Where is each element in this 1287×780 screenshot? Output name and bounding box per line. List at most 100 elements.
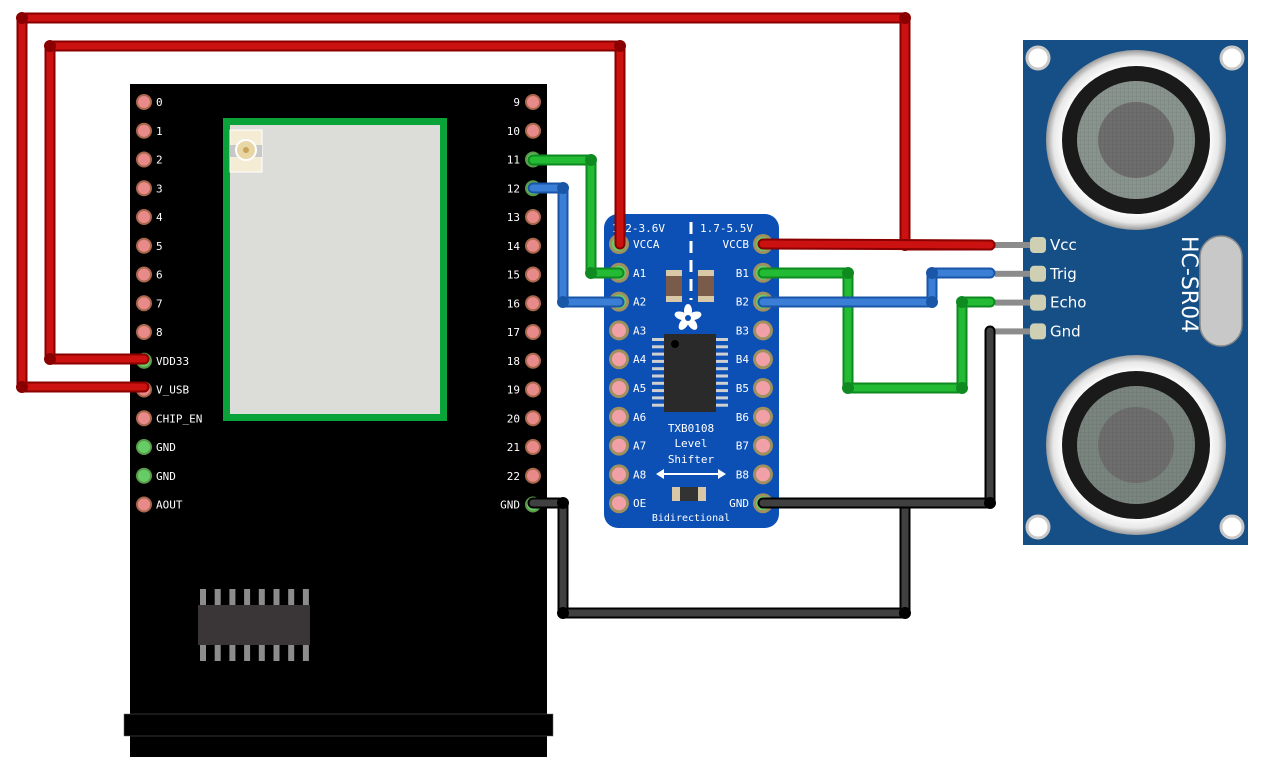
mcu-pin-20-r11[interactable]: 20: [507, 410, 541, 427]
mcu-pin-18-r9[interactable]: 18: [507, 352, 541, 369]
wire-bendpoint[interactable]: [585, 154, 597, 166]
wire-bendpoint[interactable]: [899, 607, 911, 619]
wire-core[interactable]: [529, 156, 623, 277]
wire-blue-mcu-12-to-level-shifter-a2[interactable]: [527, 182, 625, 308]
pin-pad[interactable]: [756, 467, 770, 482]
pin-pad[interactable]: [756, 352, 770, 367]
wire-bendpoint[interactable]: [44, 353, 56, 365]
pin-pad[interactable]: [756, 438, 770, 453]
pin-pad[interactable]: [1030, 294, 1046, 311]
pin-pad[interactable]: [525, 209, 541, 225]
pin-pad[interactable]: [136, 467, 152, 484]
pin-pad[interactable]: [525, 237, 541, 254]
mcu-pin-8-8[interactable]: 8: [136, 324, 163, 340]
wire-core[interactable]: [759, 269, 994, 306]
wire-black-level-shifter-gnd-to-sensor-gnd[interactable]: [757, 325, 996, 509]
pin-pad[interactable]: [525, 295, 541, 312]
mcu-pin-0-0[interactable]: 0: [136, 94, 163, 110]
pin-pad[interactable]: [136, 439, 152, 455]
pin-pad[interactable]: [1030, 237, 1046, 253]
wire-bendpoint[interactable]: [557, 497, 569, 509]
pin-pad[interactable]: [525, 410, 541, 427]
pin-pad[interactable]: [612, 323, 626, 338]
sensor-pin-echo[interactable]: Echo: [995, 294, 1086, 312]
wire-blue-level-shifter-b2-to-sensor-trig[interactable]: [757, 267, 996, 308]
sensor-pin-trig[interactable]: Trig: [995, 265, 1077, 283]
mcu-pin-16-r7[interactable]: 16: [507, 295, 541, 312]
wire-bendpoint[interactable]: [956, 382, 968, 394]
ls-pin-b5[interactable]: B5: [736, 378, 773, 398]
wire-bendpoint[interactable]: [956, 296, 968, 308]
pin-pad[interactable]: [136, 410, 152, 427]
ls-pin-a5[interactable]: A5: [609, 378, 646, 398]
ls-pin-a6[interactable]: A6: [609, 406, 646, 427]
ls-pin-b4[interactable]: B4: [736, 349, 773, 370]
mcu-pin-9-r0[interactable]: 9: [513, 94, 541, 110]
pin-pad[interactable]: [756, 409, 770, 424]
pin-pad[interactable]: [612, 438, 626, 453]
wire-bendpoint[interactable]: [44, 40, 56, 52]
pin-pad[interactable]: [525, 381, 541, 398]
wire-bendpoint[interactable]: [842, 382, 854, 394]
wire-bendpoint[interactable]: [16, 381, 28, 393]
wire-bendpoint[interactable]: [557, 182, 569, 194]
pin-pad[interactable]: [525, 352, 541, 369]
mcu-pin-6-6[interactable]: 6: [136, 266, 163, 283]
pin-pad[interactable]: [525, 467, 541, 484]
mcu-pin-gnd-12[interactable]: GND: [136, 439, 176, 455]
ls-pin-oe[interactable]: OE: [609, 493, 646, 514]
sensor-pin-gnd[interactable]: Gnd: [995, 322, 1081, 340]
mcu-pin-21-r12[interactable]: 21: [507, 439, 541, 455]
mcu-pin-17-r8[interactable]: 17: [507, 324, 541, 340]
wire-bendpoint[interactable]: [926, 267, 938, 279]
wire-red-level-shifter-vccb-to-sensor-vcc[interactable]: [757, 238, 996, 251]
ls-pin-b8[interactable]: B8: [736, 464, 773, 485]
pin-pad[interactable]: [525, 266, 541, 283]
pin-pad[interactable]: [1030, 265, 1046, 282]
pin-pad[interactable]: [136, 94, 152, 110]
pin-pad[interactable]: [136, 324, 152, 340]
wire-core[interactable]: [759, 327, 994, 507]
pin-pad[interactable]: [136, 122, 152, 139]
ls-pin-b3[interactable]: B3: [736, 320, 773, 341]
pin-pad[interactable]: [756, 323, 770, 338]
pin-pad[interactable]: [136, 496, 152, 513]
pin-pad[interactable]: [525, 122, 541, 139]
wire-bendpoint[interactable]: [557, 296, 569, 308]
pin-pad[interactable]: [612, 496, 626, 511]
wire-core[interactable]: [759, 240, 994, 249]
wire-green-level-shifter-b1-to-sensor-echo[interactable]: [757, 267, 996, 394]
ls-pin-a7[interactable]: A7: [609, 435, 646, 456]
wire-bendpoint[interactable]: [585, 267, 597, 279]
ls-pin-b6[interactable]: B6: [736, 406, 773, 427]
mcu-pin-4-4[interactable]: 4: [136, 209, 163, 225]
mcu-pin-3-3[interactable]: 3: [136, 180, 163, 197]
mcu-pin-aout-14[interactable]: AOUT: [136, 496, 183, 513]
wire-black-mcu-gnd-to-level-shifter-gnd[interactable]: [527, 497, 911, 619]
pin-pad[interactable]: [1030, 323, 1046, 340]
pin-pad[interactable]: [136, 209, 152, 225]
mcu-pin-chip-en-11[interactable]: CHIP_EN: [136, 410, 202, 427]
ls-pin-a8[interactable]: A8: [609, 464, 646, 485]
wire-core[interactable]: [529, 184, 623, 306]
wire-bendpoint[interactable]: [899, 12, 911, 24]
pin-pad[interactable]: [525, 439, 541, 455]
mcu-pin-2-2[interactable]: 2: [136, 151, 163, 168]
pin-pad[interactable]: [612, 381, 626, 395]
pin-pad[interactable]: [525, 324, 541, 340]
wire-green-mcu-11-to-level-shifter-a1[interactable]: [527, 154, 625, 279]
ls-pin-b7[interactable]: B7: [736, 435, 773, 456]
mcu-pin-5-5[interactable]: 5: [136, 237, 163, 254]
mcu-pin-1-1[interactable]: 1: [136, 122, 163, 139]
ls-pin-a3[interactable]: A3: [609, 320, 646, 341]
mcu-pin-22-r13[interactable]: 22: [507, 467, 541, 484]
pin-pad[interactable]: [136, 295, 152, 312]
mcu-pin-14-r5[interactable]: 14: [507, 237, 541, 254]
pin-pad[interactable]: [525, 94, 541, 110]
pin-pad[interactable]: [612, 409, 626, 424]
wire-bendpoint[interactable]: [984, 497, 996, 509]
pin-pad[interactable]: [612, 352, 626, 367]
mcu-pin-15-r6[interactable]: 15: [507, 266, 541, 283]
mcu-pin-10-r1[interactable]: 10: [507, 122, 541, 139]
sensor-pin-vcc[interactable]: Vcc: [995, 236, 1077, 254]
